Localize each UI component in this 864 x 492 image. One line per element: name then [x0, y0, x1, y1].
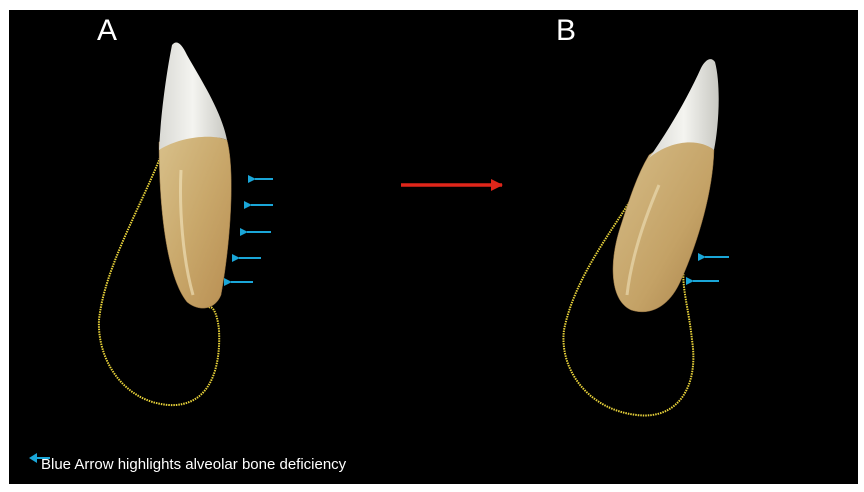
- panel-label-a: A: [97, 16, 117, 46]
- blue-arrow-icon: [29, 452, 51, 464]
- tooth-root-a: [159, 135, 231, 308]
- panel-label-b: B: [556, 16, 576, 46]
- figure-canvas: A B Blue Arrow highlights alveolar bone …: [9, 10, 858, 484]
- panel-a: [99, 42, 273, 405]
- deficiency-arrows-b: [693, 257, 729, 281]
- deficiency-arrows-a: [231, 179, 273, 282]
- legend: Blue Arrow highlights alveolar bone defi…: [29, 452, 346, 476]
- panel-b: [563, 59, 729, 415]
- tooth-crown-a: [159, 42, 227, 150]
- legend-text: Blue Arrow highlights alveolar bone defi…: [41, 456, 346, 473]
- figure-drawing: [9, 10, 858, 484]
